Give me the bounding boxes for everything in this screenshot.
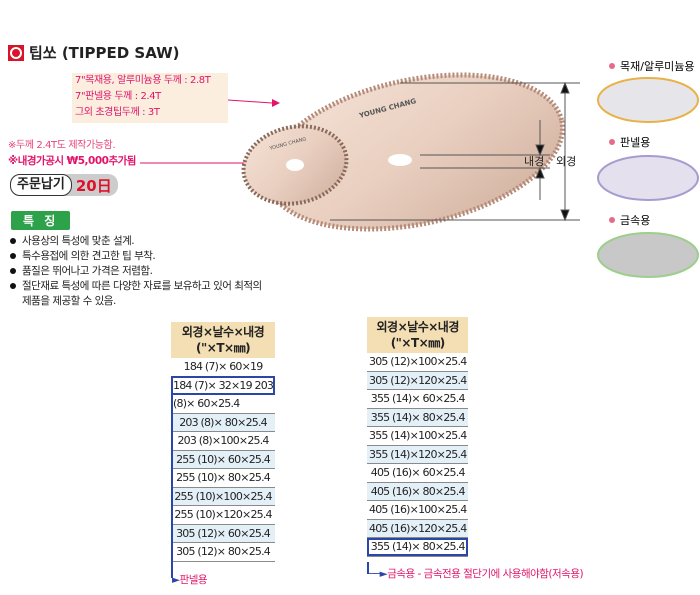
table-row: 305 (12)× 80×25.4 xyxy=(171,542,276,562)
table-row: 203 (8)×100×25.4 xyxy=(171,431,276,451)
thickness-spec-box: 7"목재용, 알루미늄용 두께 : 2.8T 7"판넬용 두께 : 2.4T 그… xyxy=(72,73,228,123)
panel-note: ►판넬용 xyxy=(172,574,208,586)
table-row: 405 (16)×120×25.4 xyxy=(367,519,469,538)
outer-diameter-label: 외경 xyxy=(556,155,576,168)
svg-text:금속용: 금속용 xyxy=(620,214,650,227)
feature-item: 절단재료 특성에 따른 다양한 자료를 보유하고 있어 최적의 제품을 제공할 … xyxy=(10,279,272,309)
table-row: 355 (14)× 60×25.4 xyxy=(367,389,469,409)
bore-cost-note: ※내경가공시 ₩5,000추가됨 xyxy=(8,155,136,167)
table-row: 355 (14)×120×25.4 xyxy=(367,445,469,464)
feature-item: 품질은 뛰어나고 가격은 저렴함. xyxy=(10,264,272,279)
table-row: 405 (16)×100×25.4 xyxy=(367,500,469,520)
feature-item: 사용상의 특성에 맞춘 설계. xyxy=(10,234,272,249)
table-row: 405 (16)× 60×25.4 xyxy=(367,463,469,483)
thickness-note: ※두께 2.4T도 제작가능함. xyxy=(8,140,116,151)
table-row: 355 (14)× 80×25.4 xyxy=(367,408,469,427)
feature-item: 특수용접에 의한 견고한 팁 부착. xyxy=(10,249,272,264)
table-row: 405 (16)× 80×25.4 xyxy=(367,482,469,501)
table-row: 305 (12)× 60×25.4 xyxy=(171,524,276,543)
metal-note: ──►금속용 - 금속전용 절단기에 사용해야함(저속용) xyxy=(368,568,584,580)
metal-pointer-line xyxy=(367,562,369,574)
saw-diagram: YOUNG CHANG YOUNG CHANG 내경 외경 목재/알루미늄용 판… xyxy=(140,59,699,278)
table-row: 305 (12)×120×25.4 xyxy=(367,371,469,390)
table-row: 184 (7)× 60×19 xyxy=(171,358,276,377)
table-row: (8)× 60×25.4 xyxy=(171,394,276,414)
spec-pointer-line xyxy=(227,99,273,104)
svg-text:판넬용: 판넬용 xyxy=(620,136,650,149)
large-saw-blade: YOUNG CHANG xyxy=(265,72,565,232)
small-saw-blade: YOUNG CHANG xyxy=(241,124,349,206)
table-row: 184 (7)× 32×19 203 xyxy=(171,376,276,395)
table-row: 255 (10)×100×25.4 xyxy=(171,487,276,506)
page-title: 팁쏘 (TIPPED SAW) xyxy=(8,42,180,63)
table-row: 305 (12)×100×25.4 xyxy=(367,353,469,372)
size-table-left: 외경×날수×내경("×T×㎜) 184 (7)× 60×19 184 (7)× … xyxy=(171,322,276,562)
table-row: 355 (14)×100×25.4 xyxy=(367,426,469,446)
table-row: 255 (10)× 80×25.4 xyxy=(171,468,276,488)
inner-diameter-label: 내경 xyxy=(524,155,544,168)
svg-text:목재/알루미늄용: 목재/알루미늄용 xyxy=(620,59,695,73)
table-row: 203 (8)× 80×25.4 xyxy=(171,413,276,432)
table-row: 255 (10)×120×25.4 xyxy=(171,505,276,525)
dimension-lines xyxy=(330,81,580,222)
circle-bullet-icon xyxy=(8,44,24,61)
tooth-type-panel: 판넬용 xyxy=(597,136,699,201)
tooth-type-metal: 금속용 xyxy=(597,214,699,278)
table-row: 355 (14)× 80×25.4 xyxy=(367,537,469,557)
features-heading: 특 징 xyxy=(11,211,71,230)
tooth-type-wood: 목재/알루미늄용 xyxy=(597,59,699,123)
size-table-right: 외경×날수×내경("×T×㎜) 305 (12)×100×25.4 305 (1… xyxy=(367,317,469,557)
features-list: 사용상의 특성에 맞춘 설계. 특수용접에 의한 견고한 팁 부착. 품질은 뛰… xyxy=(10,234,272,309)
table-row: 255 (10)× 60×25.4 xyxy=(171,450,276,469)
panel-pointer-line xyxy=(171,395,173,578)
